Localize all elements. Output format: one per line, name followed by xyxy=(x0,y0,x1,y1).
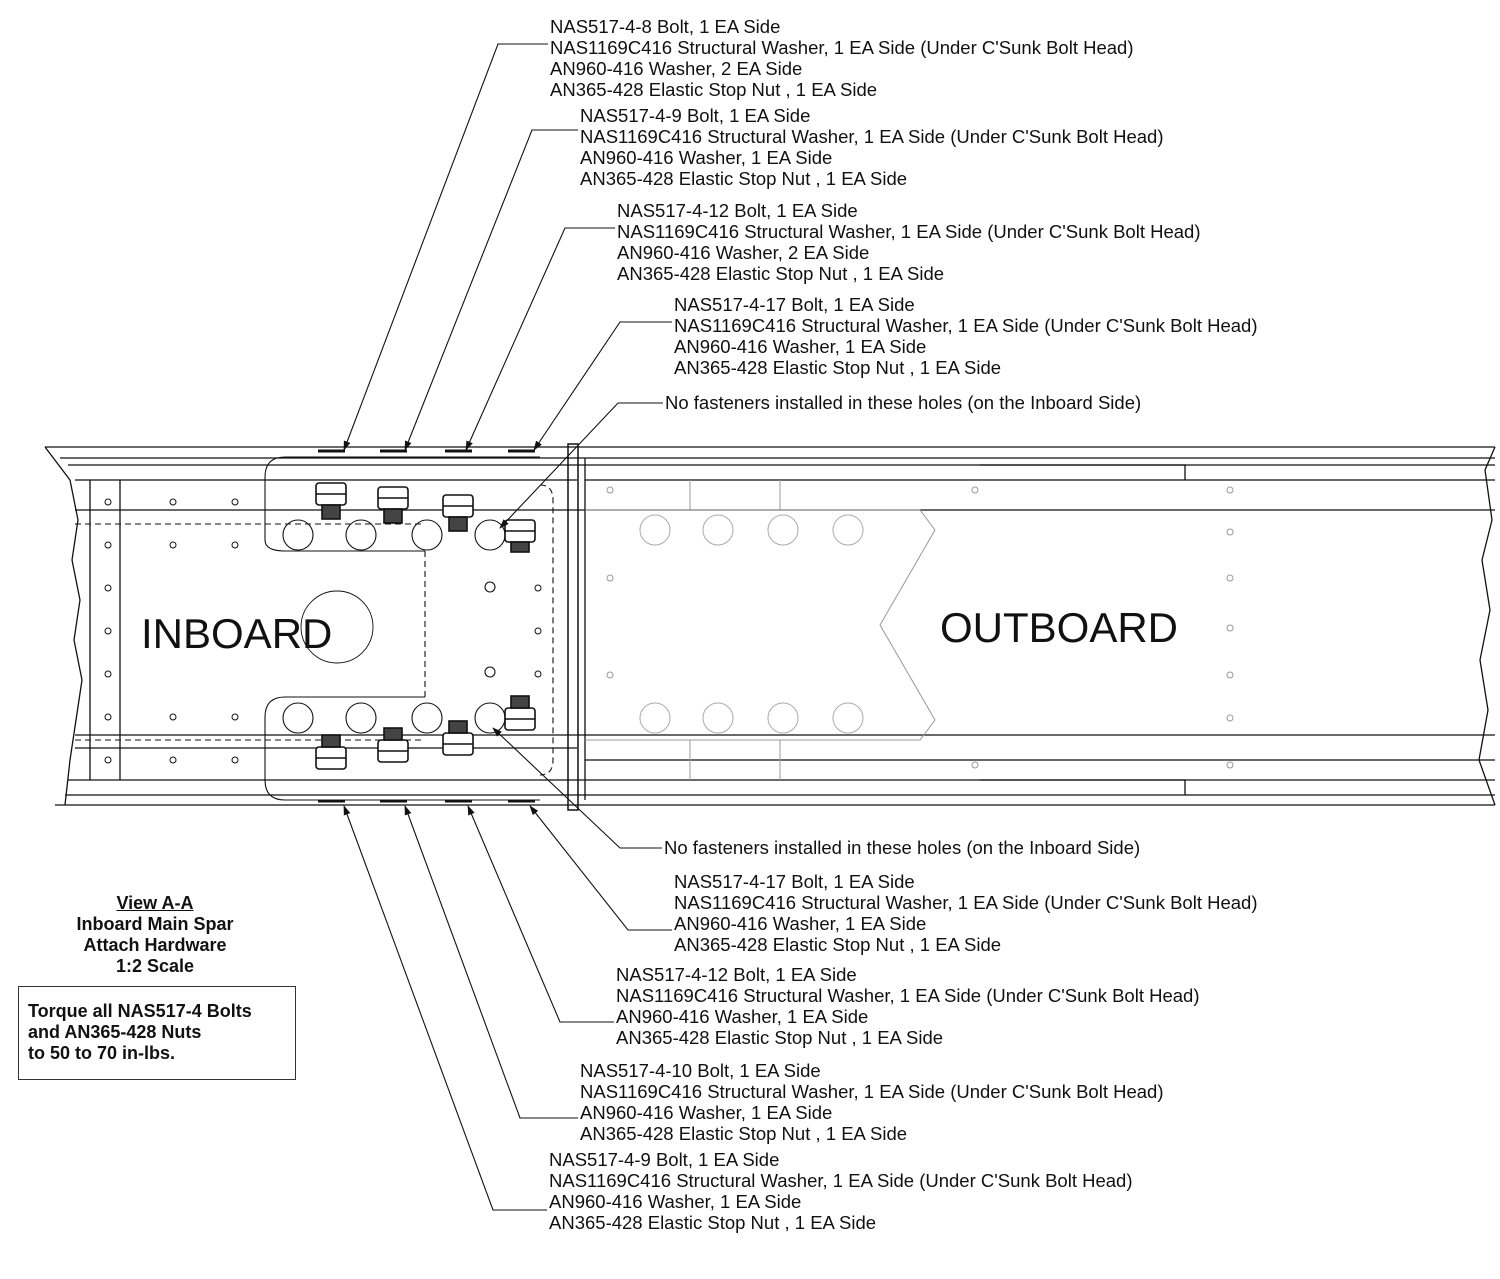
callout-line: AN960-416 Washer, 1 EA Side xyxy=(674,336,927,357)
nut-icon xyxy=(442,720,474,756)
view-title-block: View A-A Inboard Main Spar Attach Hardwa… xyxy=(20,893,290,977)
callout-line: AN960-416 Washer, 2 EA Side xyxy=(550,58,803,79)
note-bottom: No fasteners installed in these holes (o… xyxy=(664,837,1141,858)
callout-line: NAS517-4-9 Bolt, 1 EA Side xyxy=(549,1149,780,1170)
callout-line: NAS1169C416 Structural Washer, 1 EA Side… xyxy=(617,221,1201,242)
spar-outline xyxy=(44,443,1496,811)
view-title: View A-A xyxy=(116,893,194,913)
callout-line: AN960-416 Washer, 1 EA Side xyxy=(674,913,927,934)
outboard-holes xyxy=(639,514,864,734)
callout-line: NAS517-4-12 Bolt, 1 EA Side xyxy=(617,200,858,221)
callout-line: AN365-428 Elastic Stop Nut , 1 EA Side xyxy=(674,357,1002,378)
callout-line: NAS1169C416 Structural Washer, 1 EA Side… xyxy=(674,892,1258,913)
view-subtitle-1: Inboard Main Spar xyxy=(76,914,234,934)
callout-line: NAS517-4-9 Bolt, 1 EA Side xyxy=(580,105,811,126)
view-scale: 1:2 Scale xyxy=(115,956,195,976)
nut-icon xyxy=(504,695,536,731)
torque-line: Torque all NAS517-4 Bolts xyxy=(28,1001,252,1021)
leader-lines xyxy=(343,43,672,1211)
callout-line: NAS1169C416 Structural Washer, 1 EA Side… xyxy=(674,315,1258,336)
leader-top-1 xyxy=(343,43,548,451)
torque-line: to 50 to 70 in-lbs. xyxy=(28,1043,176,1063)
torque-line: and AN365-428 Nuts xyxy=(28,1022,202,1042)
callout-line: AN960-416 Washer, 1 EA Side xyxy=(549,1191,802,1212)
callout-line: AN960-416 Washer, 1 EA Side xyxy=(580,147,833,168)
callout-line: NAS517-4-12 Bolt, 1 EA Side xyxy=(616,964,857,985)
leader-top-2 xyxy=(404,129,578,451)
callout-line: NAS1169C416 Structural Washer, 1 EA Side… xyxy=(580,1081,1164,1102)
torque-note-box: Torque all NAS517-4 Bolts and AN365-428 … xyxy=(18,986,296,1080)
nut-icon xyxy=(504,519,536,553)
fasteners-top xyxy=(315,449,536,553)
callout-line: AN365-428 Elastic Stop Nut , 1 EA Side xyxy=(549,1212,877,1233)
inboard-doubler xyxy=(75,456,554,801)
callout-line: AN365-428 Elastic Stop Nut , 1 EA Side xyxy=(674,934,1002,955)
leader-bottom-4 xyxy=(343,805,547,1211)
leader-top-4 xyxy=(533,321,672,451)
nut-icon xyxy=(442,494,474,532)
callout-line: AN960-416 Washer, 1 EA Side xyxy=(616,1006,869,1027)
leader-bottom-1 xyxy=(529,805,672,931)
callout-line: NAS517-4-8 Bolt, 1 EA Side xyxy=(550,16,781,37)
view-subtitle-2: Attach Hardware xyxy=(83,935,227,955)
leader-bottom-3 xyxy=(404,805,578,1119)
callout-line: AN365-428 Elastic Stop Nut , 1 EA Side xyxy=(617,263,945,284)
nut-icon xyxy=(315,482,347,520)
outboard-fitting xyxy=(585,480,936,780)
callout-line: NAS517-4-17 Bolt, 1 EA Side xyxy=(674,871,915,892)
leader-bottom-2 xyxy=(467,805,614,1023)
callout-line: NAS1169C416 Structural Washer, 1 EA Side… xyxy=(550,37,1134,58)
callout-line: AN960-416 Washer, 1 EA Side xyxy=(580,1102,833,1123)
outboard-label: OUTBOARD xyxy=(940,604,1179,651)
inboard-label: INBOARD xyxy=(141,610,333,657)
note-top: No fasteners installed in these holes (o… xyxy=(665,392,1142,413)
nut-icon xyxy=(315,734,347,770)
callout-line: NAS1169C416 Structural Washer, 1 EA Side… xyxy=(616,985,1200,1006)
leader-note-bottom xyxy=(492,727,662,849)
callout-line: AN365-428 Elastic Stop Nut , 1 EA Side xyxy=(616,1027,944,1048)
leader-note-top xyxy=(499,402,663,529)
callout-line: AN365-428 Elastic Stop Nut , 1 EA Side xyxy=(580,1123,908,1144)
callout-line: AN365-428 Elastic Stop Nut , 1 EA Side xyxy=(580,168,908,189)
callout-line: NAS517-4-17 Bolt, 1 EA Side xyxy=(674,294,915,315)
callout-line: AN365-428 Elastic Stop Nut , 1 EA Side xyxy=(550,79,878,100)
nut-icon xyxy=(377,727,409,763)
callout-line: NAS517-4-10 Bolt, 1 EA Side xyxy=(580,1060,821,1081)
callout-line: NAS1169C416 Structural Washer, 1 EA Side… xyxy=(580,126,1164,147)
callout-line: NAS1169C416 Structural Washer, 1 EA Side… xyxy=(549,1170,1133,1191)
rivet-dots xyxy=(104,486,1234,769)
nut-icon xyxy=(377,486,409,524)
leader-top-3 xyxy=(465,227,615,451)
fasteners-bottom xyxy=(315,695,536,803)
callout-line: AN960-416 Washer, 2 EA Side xyxy=(617,242,870,263)
